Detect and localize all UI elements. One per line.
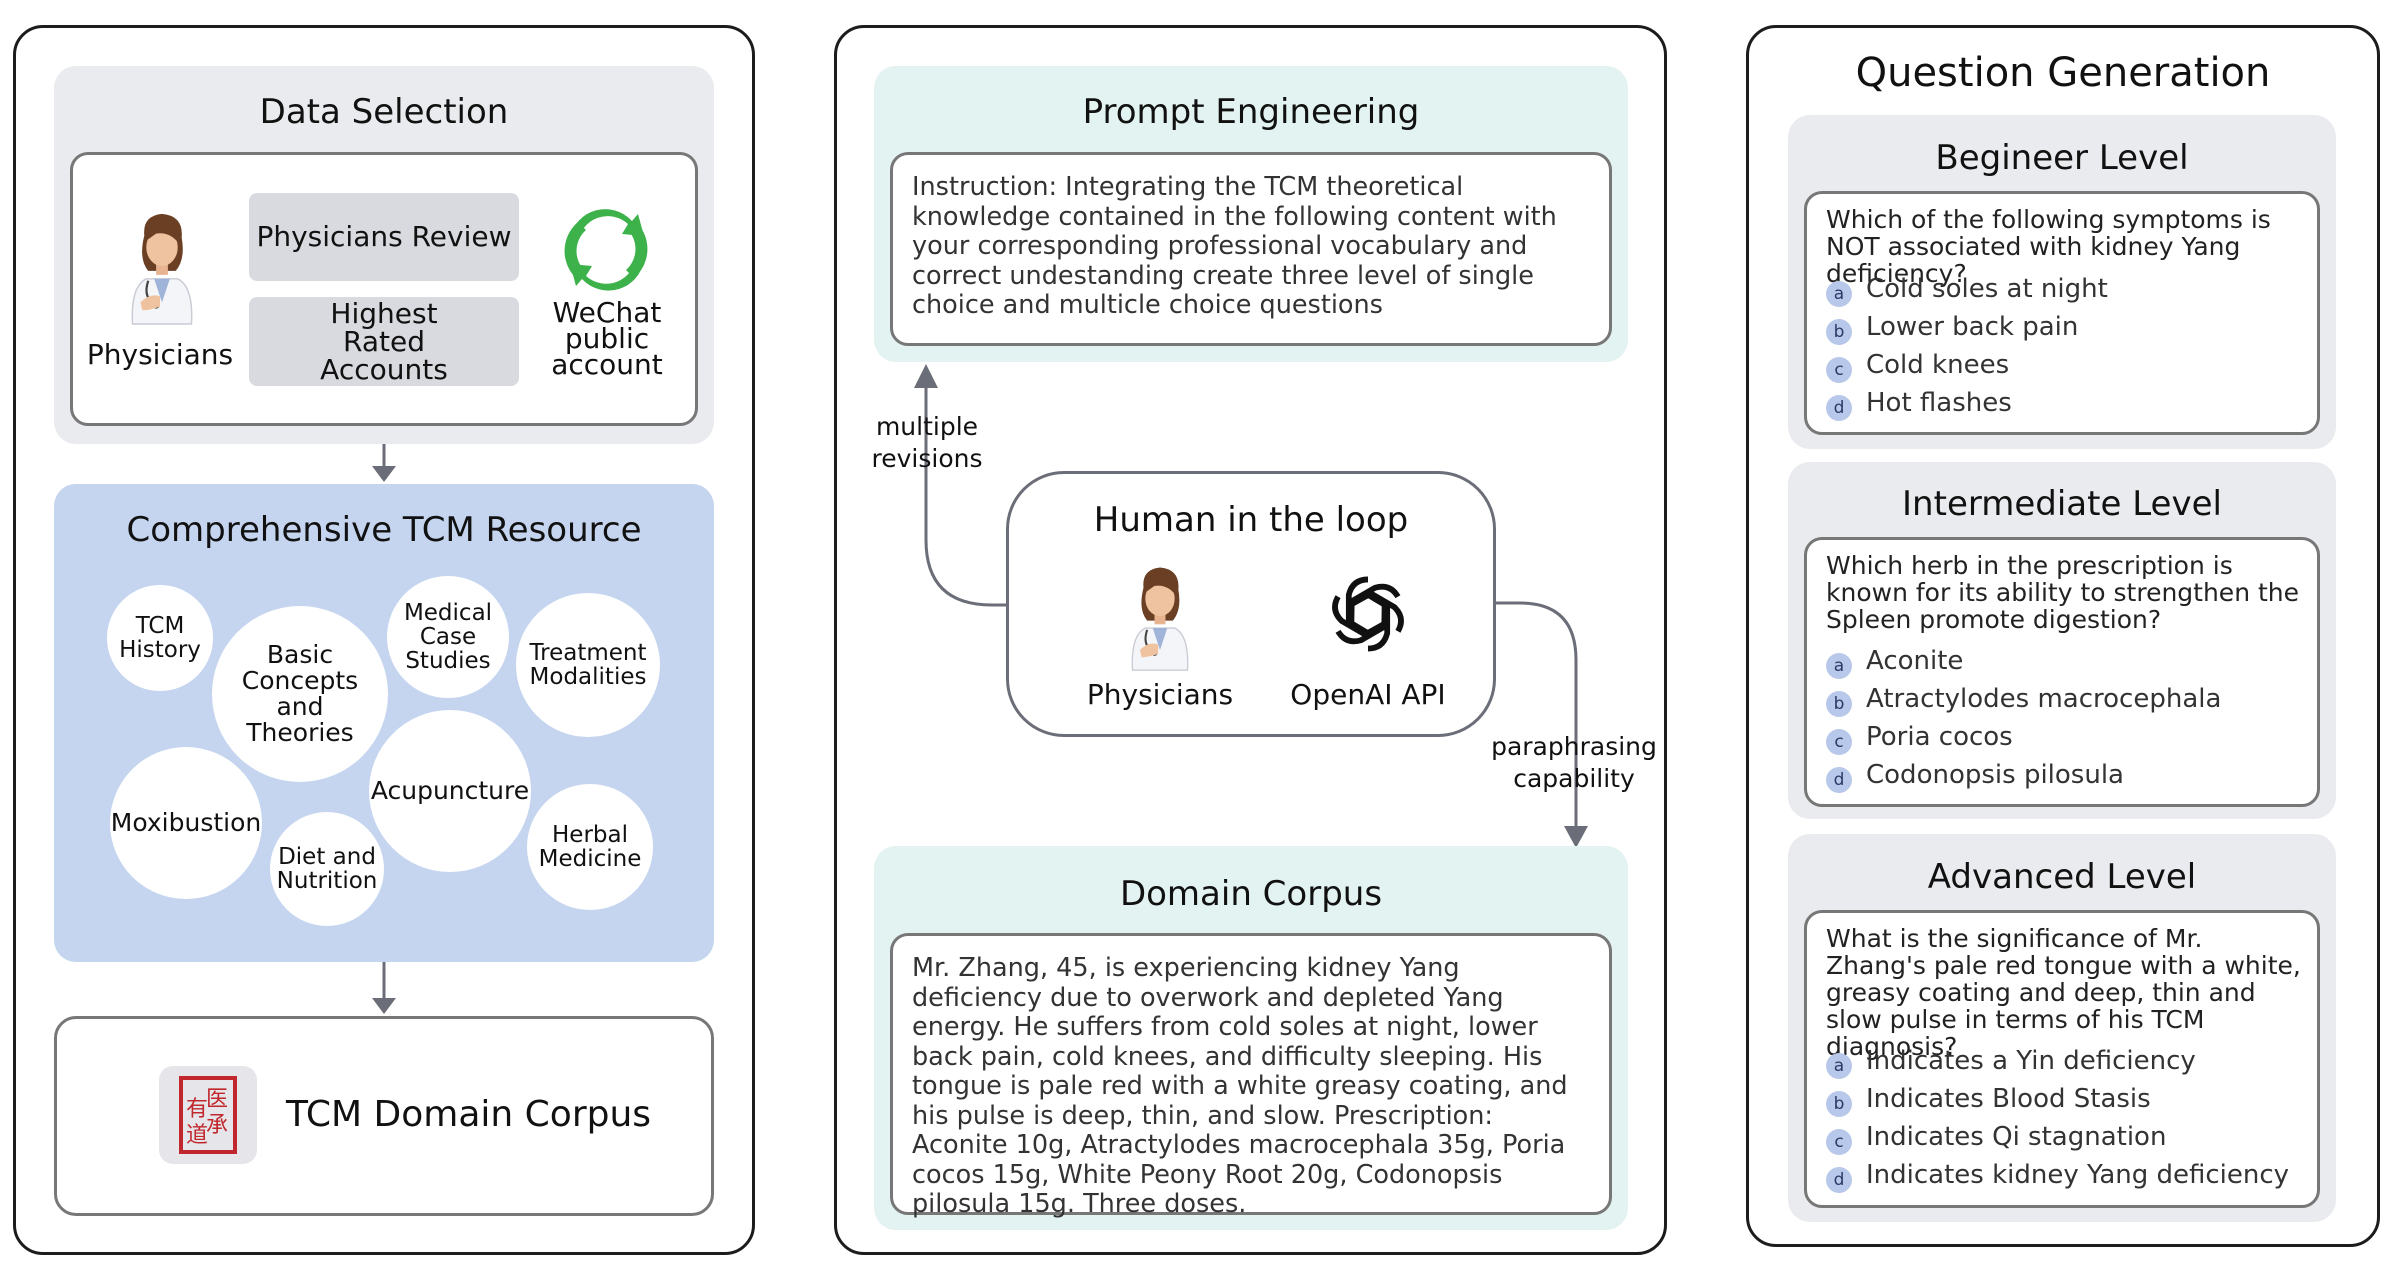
human-in-loop-title: Human in the loop [1093,500,1409,540]
tcm-seal-icon: 医 承 有 道 [159,1066,257,1164]
option-item[interactable]: b Indicates Blood Stasis [1826,1080,2289,1118]
prompt-instruction-text: Instruction: Integrating the TCM theoret… [912,172,1557,320]
wechat-label: WeChat public account [551,296,663,381]
multiple-revisions-label: multiple revisions [871,412,983,473]
question-text: Which herb in the prescription is known … [1826,551,2300,634]
option-badge: a [1826,281,1852,307]
topic-tcm-history: TCM History [107,585,213,691]
option-item[interactable]: a Indicates a Yin deficiency [1826,1042,2289,1080]
option-item[interactable]: c Poria cocos [1826,718,2221,756]
domain-corpus-text: Mr. Zhang, 45, is experiencing kidney Ya… [912,953,1568,1219]
loop-arrows [914,364,1588,848]
option-text: Aconite [1866,646,1964,676]
option-badge: b [1826,319,1852,345]
option-item[interactable]: b Atractylodes macrocephala [1826,680,2221,718]
option-text: Cold knees [1866,350,2010,380]
option-item[interactable]: d Indicates kidney Yang deficiency [1826,1156,2289,1194]
option-text: Lower back pain [1866,312,2079,342]
option-badge: a [1826,1053,1852,1079]
prompt-instruction-card [890,152,1612,346]
question-card [1804,191,2320,435]
domain-corpus-title: Domain Corpus [1119,874,1383,914]
option-text: Indicates a Yin deficiency [1866,1046,2196,1076]
physicians-review-tag: Physicians Review [249,193,519,281]
topic-basic-concepts: Basic Concepts and Theories [212,606,388,782]
option-item[interactable]: c Cold knees [1826,346,2108,384]
option-badge: d [1826,767,1852,793]
arrow-down-icon [372,962,396,1014]
level-title: Intermediate Level [1902,484,2222,524]
option-text: Indicates kidney Yang deficiency [1866,1160,2290,1190]
option-badge: a [1826,653,1852,679]
question-text: What is the significance of Mr. Zhang's … [1826,924,2301,1061]
option-item[interactable]: c Indicates Qi stagnation [1826,1118,2289,1156]
option-badge: b [1826,691,1852,717]
svg-text:承: 承 [206,1113,228,1138]
option-text: Indicates Blood Stasis [1866,1084,2151,1114]
openai-api-label: OpenAI API [1290,678,1446,711]
arrow-down-icon [372,444,396,482]
option-badge: c [1826,357,1852,383]
svg-text:有: 有 [186,1097,208,1122]
option-item[interactable]: b Lower back pain [1826,308,2108,346]
question-text: Which of the following symptoms is NOT a… [1826,205,2271,288]
topic-treatment-modalities: Treatment Modalities [516,593,660,737]
question-card [1804,910,2320,1208]
highest-rated-tag: Highest Rated Accounts [249,297,519,386]
option-text: Poria cocos [1866,722,2013,752]
option-badge: c [1826,1129,1852,1155]
prompt-engineering-title: Prompt Engineering [1082,92,1420,132]
openai-logo-icon [1332,576,1404,652]
option-text: Codonopsis pilosula [1866,760,2124,790]
topic-herbal-medicine: Herbal Medicine [527,784,653,910]
topic-acupuncture: Acupuncture [369,710,531,872]
level-title: Begineer Level [1935,138,2189,178]
physicians-label: Physicians [86,338,234,371]
physician-avatar-icon [111,208,213,326]
domain-corpus-card [890,933,1612,1215]
option-badge: d [1826,395,1852,421]
comprehensive-resource-title: Comprehensive TCM Resource [126,510,642,550]
paraphrasing-capability-label: paraphrasing capability [1491,732,1657,793]
loop-physicians-label: Physicians [1086,678,1234,711]
topic-diet-nutrition: Diet and Nutrition [270,812,384,926]
option-text: Cold soles at night [1866,274,2108,304]
tcm-corpus-title: TCM Domain Corpus [286,1094,652,1135]
option-list: a Aconite b Atractylodes macrocephala c Por… [1826,642,2221,794]
physician-avatar-icon [1112,562,1208,672]
option-badge: c [1826,729,1852,755]
topic-moxibustion: Moxibustion [110,747,262,899]
question-card [1804,537,2320,807]
level-title: Advanced Level [1927,857,2197,897]
question-generation-title: Question Generation [1855,50,2271,96]
human-in-loop-box [1006,471,1496,737]
option-item[interactable]: a Aconite [1826,642,2221,680]
option-item[interactable]: a Cold soles at night [1826,270,2108,308]
svg-text:医: 医 [206,1087,228,1112]
option-badge: b [1826,1091,1852,1117]
option-badge: d [1826,1167,1852,1193]
option-item[interactable]: d Codonopsis pilosula [1826,756,2221,794]
option-list: a Indicates a Yin deficiency b Indicates B… [1826,1042,2289,1194]
wechat-logo-icon [564,209,648,291]
option-text: Atractylodes macrocephala [1866,684,2222,714]
topic-medical-case-studies: Medical Case Studies [387,576,509,698]
option-item[interactable]: d Hot flashes [1826,384,2108,422]
option-text: Hot flashes [1866,388,2012,418]
svg-text:道: 道 [186,1123,208,1148]
data-selection-title: Data Selection [259,92,509,132]
option-text: Indicates Qi stagnation [1866,1122,2167,1152]
